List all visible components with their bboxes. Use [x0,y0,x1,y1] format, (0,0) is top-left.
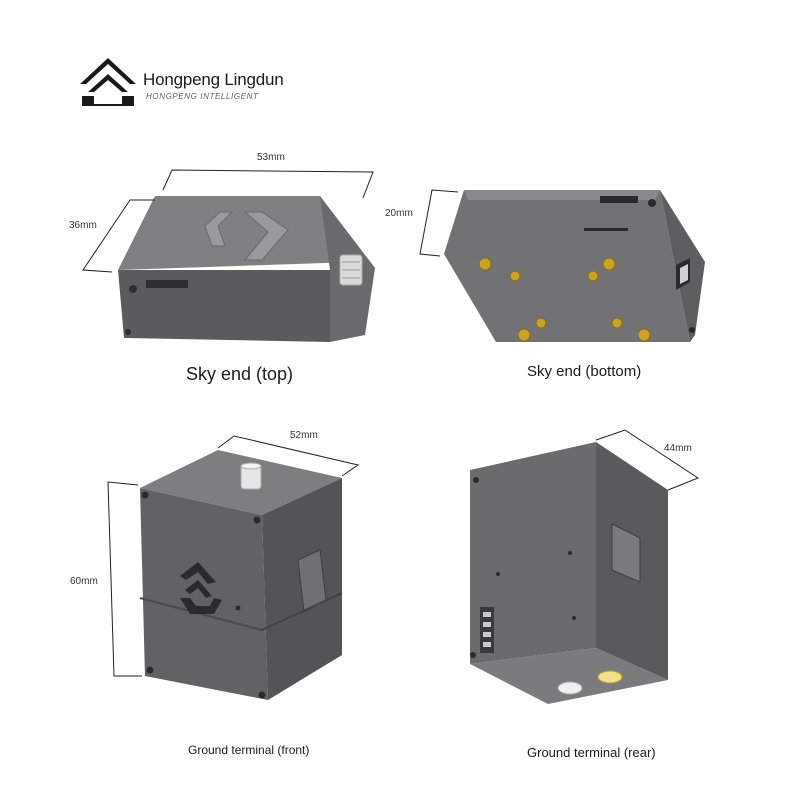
dimension-label-width-top: 53mm [257,152,285,163]
dimension-lines-front [107,435,360,677]
dimension-lines-rear [595,429,700,491]
dimension-label-height-bottom: 20mm [385,208,413,219]
front-logo-icon [180,562,222,614]
dimension-label-height-front: 60mm [70,576,98,587]
caption-ground-terminal-rear: Ground terminal (rear) [527,745,656,760]
dimension-lines-bottom [419,189,459,257]
ground-terminal-rear-device [470,442,668,704]
brand-logo-icon [80,58,136,106]
sky-end-bottom-device [444,190,705,342]
dimension-label-width-front: 52mm [290,430,318,441]
dimension-lines-top [82,169,374,273]
caption-sky-end-top: Sky end (top) [186,364,294,384]
brand-subtitle: HONGPENG INTELLIGENT [146,92,259,101]
embossed-logo-icon [204,211,289,261]
ground-terminal-front-device [139,450,343,700]
gold-insert-icons [478,257,651,342]
dimension-label-depth-top: 36mm [69,220,97,231]
caption-ground-terminal-front: Ground terminal (front) [188,743,310,757]
sky-end-top-device [118,196,375,342]
dimension-label-depth-rear: 44mm [664,443,692,454]
caption-sky-end-bottom: Sky end (bottom) [527,363,642,380]
brand-name: Hongpeng Lingdun [143,70,284,89]
